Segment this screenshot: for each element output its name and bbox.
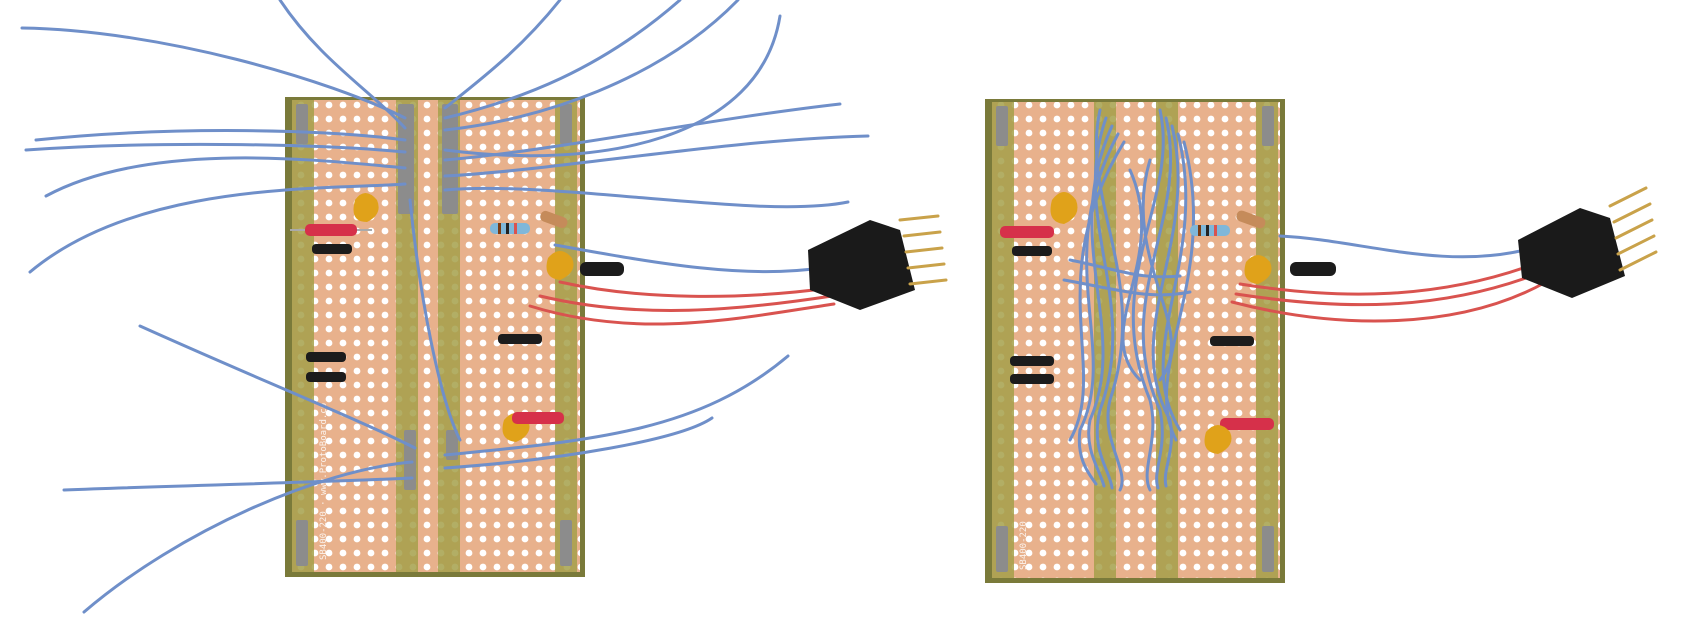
right-bus-strip <box>992 102 1014 578</box>
right-resistor <box>1190 210 1266 236</box>
right-zener-diode <box>1000 226 1274 430</box>
left-board: SB400-220 · www.ProtoBoard.co <box>20 0 948 614</box>
left-heatshrink <box>580 262 624 276</box>
right-corner-pins <box>996 106 1274 572</box>
right-board-silkscreen: SB400-220 <box>1019 521 1029 570</box>
right-wire-bundle <box>1062 108 1527 492</box>
left-zener-diode <box>290 224 372 236</box>
right-heatshrink <box>1290 262 1336 276</box>
right-capacitor <box>1050 192 1272 454</box>
right-bus-strip <box>1256 102 1278 578</box>
left-corner-pins <box>296 104 572 566</box>
right-red-wires <box>1230 260 1548 323</box>
left-bus-strip <box>555 100 577 572</box>
left-connector <box>808 214 948 310</box>
right-board: SB400-220 <box>985 99 1658 583</box>
right-connector <box>1518 186 1658 298</box>
left-bus-strip <box>292 100 314 572</box>
left-red-wires <box>528 280 836 326</box>
left-capacitor <box>353 193 379 222</box>
right-diode <box>1010 246 1254 384</box>
left-blue-wires <box>20 0 870 614</box>
left-diode <box>306 244 542 382</box>
left-zener-diode <box>512 412 564 424</box>
left-resistor <box>490 210 568 234</box>
